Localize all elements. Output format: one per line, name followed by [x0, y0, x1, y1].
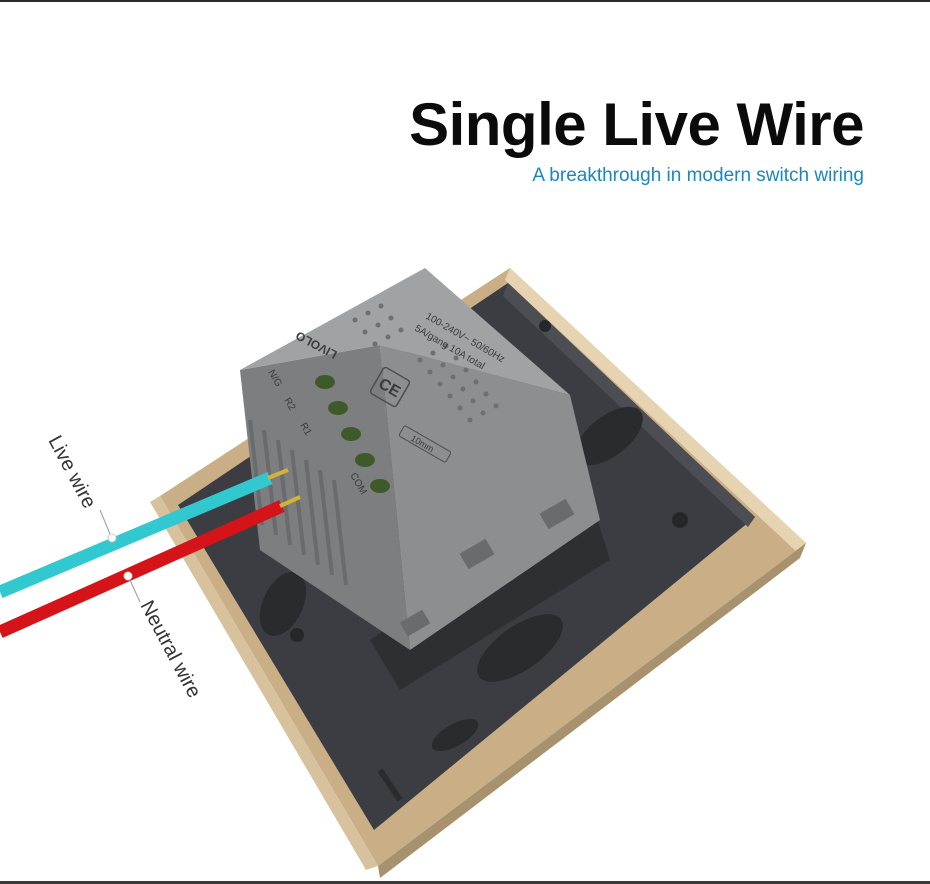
live-wire-leader — [99, 509, 111, 535]
cooling-fins — [248, 419, 348, 586]
live-wire-label: Live wire — [44, 432, 100, 512]
neutral-wire-leader — [129, 579, 141, 603]
bottom-rule — [0, 881, 930, 884]
neutral-wire — [0, 495, 301, 638]
neutral-wire-label: Neutral wire — [136, 597, 206, 702]
switch-module: CE LIVOLO 100-240V~ 50/60Hz 5A/gang 10A … — [240, 268, 610, 690]
page-title: Single Live Wire — [409, 91, 864, 158]
top-rule — [0, 0, 930, 2]
ce-mark-box — [369, 366, 411, 408]
live-wire — [0, 468, 289, 598]
vent-holes — [352, 303, 499, 423]
terminal-screws — [315, 375, 390, 493]
page-subtitle: A breakthrough in modern switch wiring — [532, 165, 864, 186]
strip-gauge — [398, 425, 452, 463]
